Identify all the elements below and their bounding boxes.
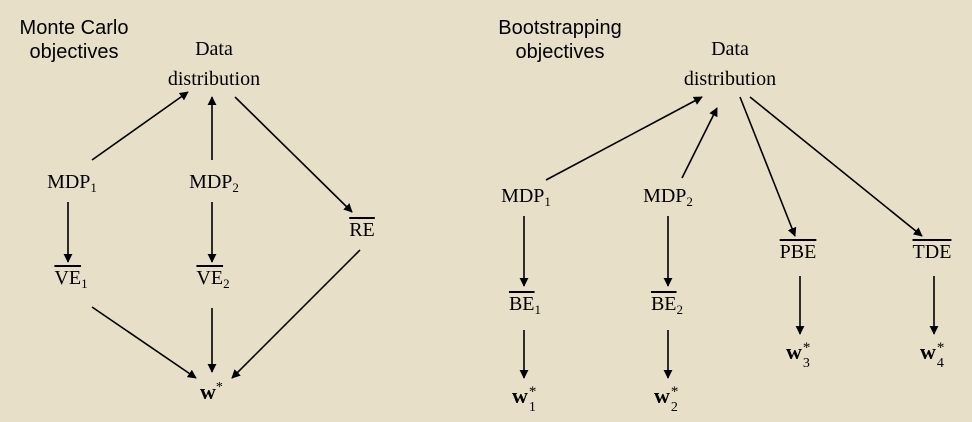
right-be1-sub: 1 (534, 302, 542, 317)
left-data-distribution-line2: distribution (167, 68, 261, 90)
right-w3: w*3 (786, 339, 812, 372)
left-w-star-base: w (200, 379, 216, 404)
arrow-left-mdp1-to-left-data-distribution (91, 91, 189, 161)
right-heading: Bootstrapping objectives (480, 16, 640, 64)
left-heading-line1: Monte Carlo (19, 17, 129, 39)
right-w3-base: w (786, 339, 802, 364)
arrow-right-data-distribution-to-right-pbe (739, 96, 797, 237)
right-w1-sup: * (528, 384, 537, 400)
left-mdp2: MDP2 (174, 170, 254, 200)
right-mdp2-base: MDP (643, 185, 687, 207)
right-heading-line2: objectives (515, 41, 605, 63)
left-ve2-sub: 2 (223, 276, 230, 291)
right-w2-sub: 2 (670, 400, 678, 415)
left-data-distribution-line1: Data (195, 38, 233, 60)
left-mdp2-sub: 2 (232, 180, 239, 195)
left-re-label: RE (349, 219, 375, 241)
right-be2-sub: 2 (676, 302, 684, 317)
arrow-right-mdp1-to-right-data-distribution (545, 96, 703, 181)
right-w3-sup: * (802, 340, 811, 356)
arrow-left-re-to-left-w-star (231, 249, 361, 379)
left-mdp1-sub: 1 (90, 180, 97, 195)
right-w2-base: w (654, 383, 670, 408)
right-mdp2-sub: 2 (686, 194, 693, 209)
right-tde: TDE (900, 240, 964, 264)
left-mdp2-base: MDP (189, 171, 233, 193)
left-ve1: VE1 (36, 266, 106, 296)
right-w1: w*1 (512, 383, 538, 416)
right-data-distribution-line2: distribution (683, 68, 777, 90)
left-w-star: w* (200, 376, 223, 404)
left-w-star-sup: * (215, 380, 223, 395)
right-be2-base: BE (650, 293, 677, 315)
arrow-right-mdp2-to-right-data-distribution (681, 107, 718, 179)
left-mdp1-base: MDP (47, 171, 91, 193)
left-ve1-sub: 1 (81, 276, 88, 291)
right-w2: w*2 (654, 383, 680, 416)
right-pbe: PBE (766, 240, 830, 264)
left-heading-line2: objectives (29, 41, 119, 63)
right-data-distribution-line1: Data (711, 38, 749, 60)
right-pbe-label: PBE (779, 241, 817, 263)
left-ve2-base: VE (196, 267, 224, 289)
right-w1-base: w (512, 383, 528, 408)
right-be1-base: BE (508, 293, 535, 315)
right-mdp1-base: MDP (501, 185, 545, 207)
right-be2: BE2 (632, 292, 702, 322)
arrow-left-ve1-to-left-w-star (91, 306, 197, 379)
right-w4: w*4 (920, 339, 946, 372)
right-w4-sub: 4 (936, 356, 944, 371)
left-ve2: VE2 (178, 266, 248, 296)
right-data-distribution: Data distribution (670, 34, 790, 94)
right-w4-base: w (920, 339, 936, 364)
right-mdp1: MDP1 (486, 184, 566, 214)
right-w3-sub: 3 (802, 356, 810, 371)
right-tde-label: TDE (912, 241, 952, 263)
arrow-left-data-distribution-to-left-re (234, 96, 353, 213)
right-w4-sup: * (936, 340, 945, 356)
right-heading-line1: Bootstrapping (498, 17, 622, 39)
right-mdp1-sub: 1 (544, 194, 551, 209)
right-mdp2: MDP2 (628, 184, 708, 214)
right-be1: BE1 (490, 292, 560, 322)
right-w1-sub: 1 (528, 400, 536, 415)
left-mdp1: MDP1 (32, 170, 112, 200)
left-re: RE (332, 218, 392, 242)
arrow-right-data-distribution-to-right-tde (749, 96, 923, 237)
left-ve1-base: VE (54, 267, 82, 289)
left-heading: Monte Carlo objectives (4, 16, 144, 64)
right-w2-sup: * (670, 384, 679, 400)
left-data-distribution: Data distribution (154, 34, 274, 94)
